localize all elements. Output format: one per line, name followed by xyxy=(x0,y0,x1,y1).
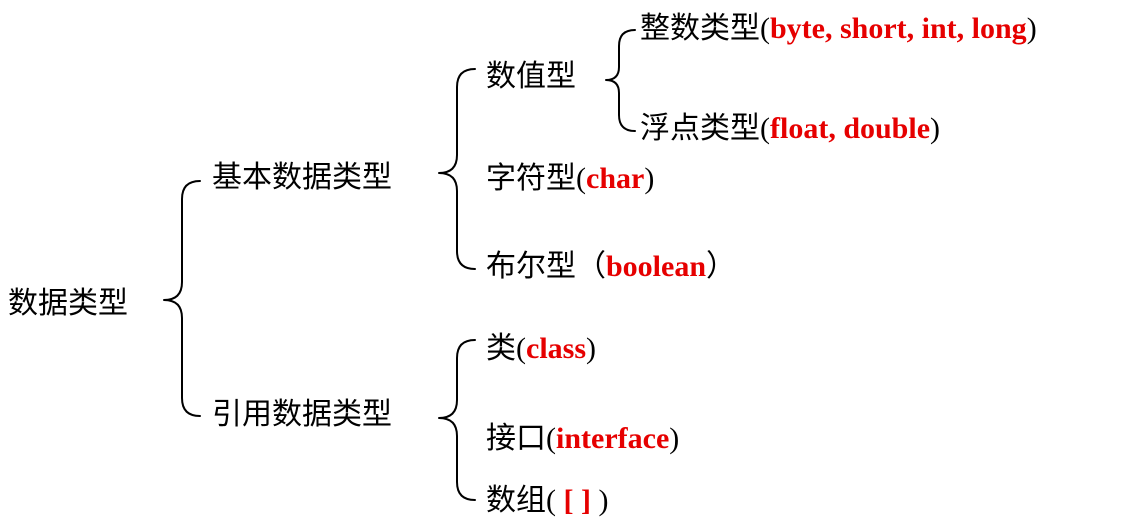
array-keyword: [ ] xyxy=(563,484,591,517)
close-paren: ) xyxy=(586,332,596,365)
close-paren: ） xyxy=(706,249,737,284)
node-float-types-label: 浮点类型 xyxy=(640,111,760,146)
open-paren: ( xyxy=(576,162,586,195)
open-paren: ( xyxy=(516,332,526,365)
node-interface: 接口(interface) xyxy=(486,421,679,457)
close-paren: ) xyxy=(590,484,609,517)
node-numeric-label: 数值型 xyxy=(486,59,576,94)
open-paren: ( xyxy=(546,422,556,455)
root-brace xyxy=(163,180,201,417)
node-integer-types-label: 整数类型 xyxy=(640,11,760,46)
node-numeric: 数值型 xyxy=(486,59,576,95)
integer-keywords: byte, short, int, long xyxy=(770,12,1027,45)
node-reference-types: 引用数据类型 xyxy=(212,397,392,433)
close-paren: ) xyxy=(930,112,941,145)
open-paren: ( xyxy=(760,112,770,145)
close-paren: ) xyxy=(1026,12,1037,45)
node-char-label: 字符型 xyxy=(486,161,576,196)
reference-brace xyxy=(438,339,476,501)
node-primitive-types-label: 基本数据类型 xyxy=(212,160,392,195)
node-class: 类(class) xyxy=(486,331,596,367)
interface-keyword: interface xyxy=(556,422,670,455)
open-paren: （ xyxy=(576,249,606,284)
numeric-brace xyxy=(605,29,636,132)
float-keywords: float, double xyxy=(770,112,931,145)
node-reference-types-label: 引用数据类型 xyxy=(212,397,392,432)
node-array: 数组( [ ] ) xyxy=(486,483,608,519)
char-keyword: char xyxy=(586,162,645,195)
open-paren: ( xyxy=(546,484,564,517)
close-paren: ) xyxy=(669,422,680,455)
open-paren: ( xyxy=(760,12,770,45)
node-data-types-label: 数据类型 xyxy=(8,286,128,321)
close-paren: ) xyxy=(644,162,655,195)
node-interface-label: 接口 xyxy=(486,421,546,456)
node-data-types: 数据类型 xyxy=(8,286,128,322)
node-primitive-types: 基本数据类型 xyxy=(212,160,392,196)
node-boolean: 布尔型（boolean） xyxy=(486,249,736,285)
boolean-keyword: boolean xyxy=(606,250,707,283)
class-keyword: class xyxy=(526,332,586,365)
primitive-brace xyxy=(438,68,476,270)
node-float-types: 浮点类型(float, double) xyxy=(640,111,940,147)
node-array-label: 数组 xyxy=(486,483,546,518)
node-integer-types: 整数类型(byte, short, int, long) xyxy=(640,11,1037,47)
node-class-label: 类 xyxy=(486,331,516,366)
node-char: 字符型(char) xyxy=(486,161,654,197)
node-boolean-label: 布尔型 xyxy=(486,249,576,284)
